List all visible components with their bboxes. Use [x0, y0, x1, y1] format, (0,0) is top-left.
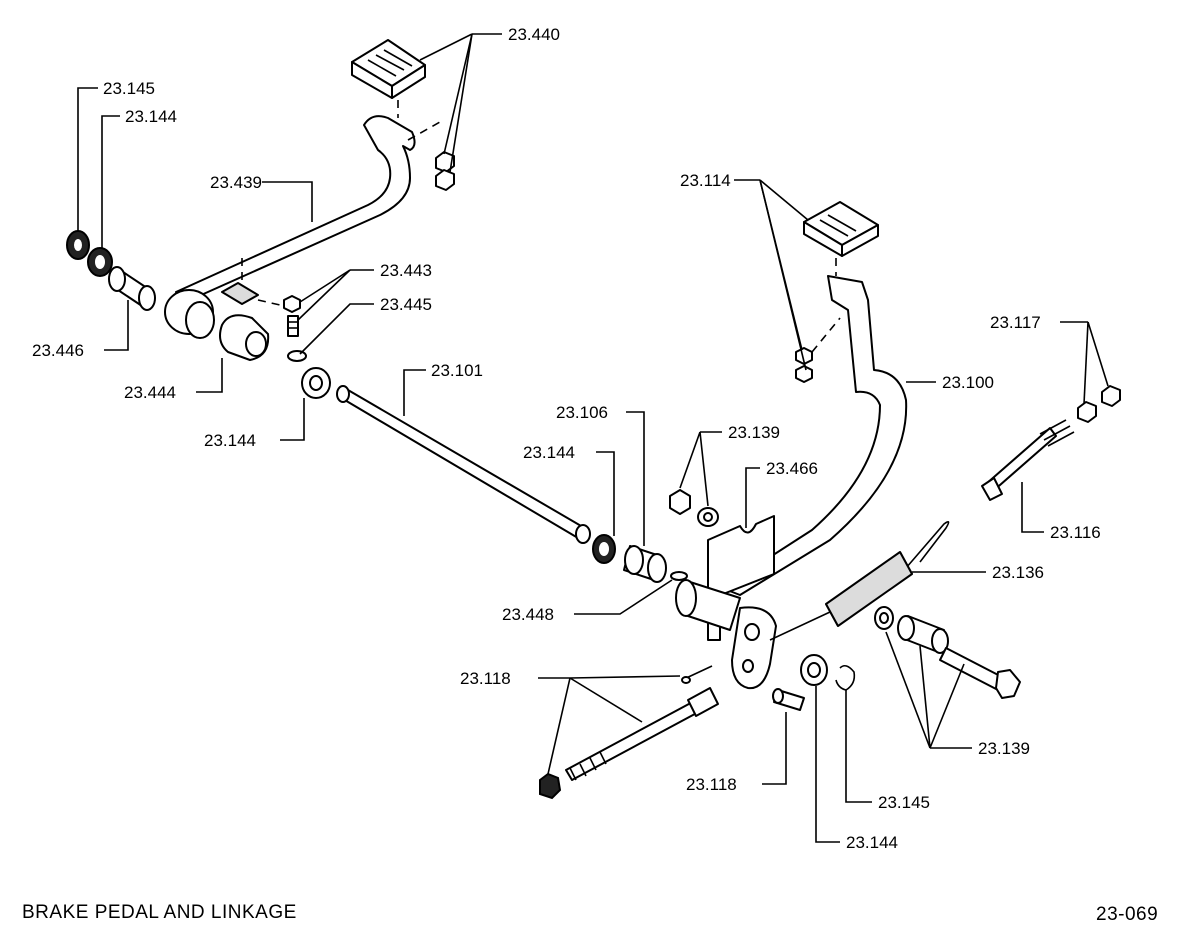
- label-23118-top: 23.118: [460, 669, 511, 688]
- label-23136: 23.136: [992, 563, 1044, 582]
- label-23144-mid: 23.144: [523, 443, 575, 462]
- label-23106: 23.106: [556, 403, 608, 422]
- label-23139-right: 23.139: [978, 739, 1030, 758]
- label-23118-bottom: 23.118: [686, 775, 737, 794]
- part-labels: 23.440 23.145 23.144 23.439 23.114 23.44…: [32, 25, 1101, 852]
- leader-lines: [77, 33, 1109, 843]
- label-23448: 23.448: [502, 605, 554, 624]
- label-23145-top: 23.145: [103, 79, 155, 98]
- washer-bushing-mid: [592, 534, 688, 583]
- label-23117: 23.117: [990, 313, 1041, 332]
- adjusting-rod: [981, 419, 1075, 501]
- label-23116: 23.116: [1050, 523, 1101, 542]
- pedal-arm-left: [164, 115, 441, 339]
- clip-washer-left: [66, 230, 113, 277]
- clevis-left: [219, 314, 270, 361]
- washer-mid-left: [301, 367, 331, 399]
- pedal-pad-left: [351, 39, 426, 118]
- pedal-hub: [675, 579, 777, 690]
- label-23466: 23.466: [766, 459, 818, 478]
- label-23101: 23.101: [431, 361, 483, 380]
- label-23144-bottom: 23.144: [846, 833, 898, 852]
- nut-pair-far-right: [1077, 385, 1121, 423]
- nut-pair-left: [435, 151, 455, 191]
- pedal-pad-right: [803, 201, 879, 276]
- diagram-caption: BRAKE PEDAL AND LINKAGE: [22, 902, 297, 923]
- label-23139-mid: 23.139: [728, 423, 780, 442]
- nut-washer-mid: [669, 489, 719, 527]
- label-23144-top: 23.144: [125, 107, 177, 126]
- label-23446: 23.446: [32, 341, 84, 360]
- label-23145-bottom: 23.145: [878, 793, 930, 812]
- label-23439: 23.439: [210, 173, 262, 192]
- cross-shaft: [336, 385, 591, 544]
- label-23444: 23.444: [124, 383, 176, 402]
- label-23445: 23.445: [380, 295, 432, 314]
- label-23114: 23.114: [680, 171, 731, 190]
- bushing-left: [108, 266, 156, 311]
- label-23100: 23.100: [942, 373, 994, 392]
- label-23144-left: 23.144: [204, 431, 256, 450]
- return-spring: [769, 520, 950, 641]
- pin-washer-clip-bottom: [772, 654, 856, 711]
- nut-pair-right: [795, 347, 813, 383]
- bolt-set-right: [874, 606, 1021, 699]
- pedal-arm-right: [721, 275, 908, 596]
- figure-number: 23-069: [1096, 904, 1158, 925]
- clevis-rod: [539, 665, 719, 800]
- label-23440: 23.440: [508, 25, 560, 44]
- label-23443: 23.443: [380, 261, 432, 280]
